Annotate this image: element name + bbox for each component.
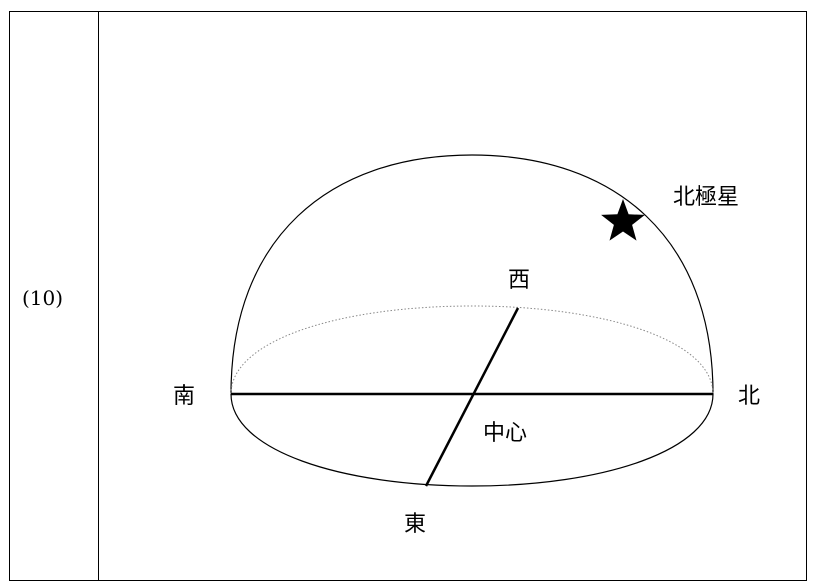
label-west: 西 xyxy=(508,268,530,293)
celestial-dome-arc xyxy=(230,154,714,395)
east-west-line xyxy=(424,307,520,487)
label-south: 南 xyxy=(173,384,195,409)
table-column-divider xyxy=(98,11,99,581)
horizon-front xyxy=(230,393,714,487)
label-polaris: 北極星 xyxy=(673,185,739,210)
label-center: 中心 xyxy=(483,421,527,446)
label-east: 東 xyxy=(404,512,426,537)
question-number: (10) xyxy=(22,286,64,310)
horizon-back-dotted xyxy=(230,305,714,395)
label-north: 北 xyxy=(738,384,760,409)
star-icon xyxy=(601,199,645,241)
